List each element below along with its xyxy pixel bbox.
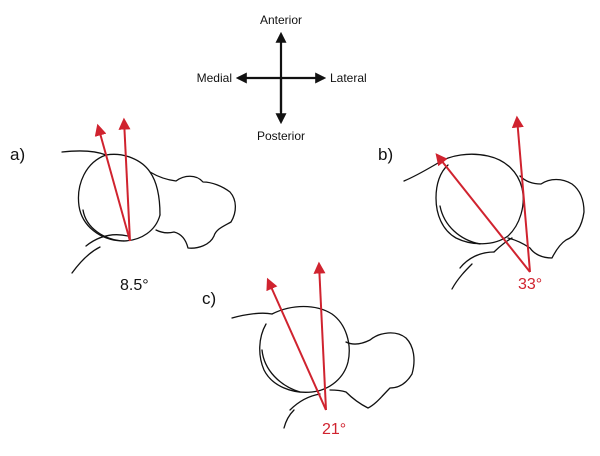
panel-c: c) 21° xyxy=(202,261,415,438)
panel-b: b) 33° xyxy=(378,115,585,293)
red-arrow-b-2 xyxy=(511,115,531,273)
humeral-head-outline-c xyxy=(231,305,415,429)
orientation-compass: Anterior Posterior Medial Lateral xyxy=(197,13,367,143)
red-arrow-c-1 xyxy=(266,277,327,411)
posterior-label: Posterior xyxy=(257,129,305,143)
panel-label-b: b) xyxy=(378,145,393,164)
panel-label-c: c) xyxy=(202,289,216,308)
humeral-head-outline-a xyxy=(61,150,237,274)
angle-label-b: 33° xyxy=(518,276,542,293)
humeral-head-outline-b xyxy=(403,153,585,290)
angle-label-a: 8.5° xyxy=(120,277,149,294)
red-arrow-c-2 xyxy=(313,261,327,411)
panel-a: a) 8.5° xyxy=(10,117,237,294)
anterior-label: Anterior xyxy=(260,13,302,27)
red-arrow-b-1 xyxy=(435,153,531,273)
red-arrow-a-2 xyxy=(118,117,131,242)
angle-label-c: 21° xyxy=(322,421,346,438)
panel-label-a: a) xyxy=(10,145,25,164)
lateral-label: Lateral xyxy=(330,71,367,85)
red-arrow-a-1 xyxy=(94,123,131,242)
medial-label: Medial xyxy=(197,71,232,85)
